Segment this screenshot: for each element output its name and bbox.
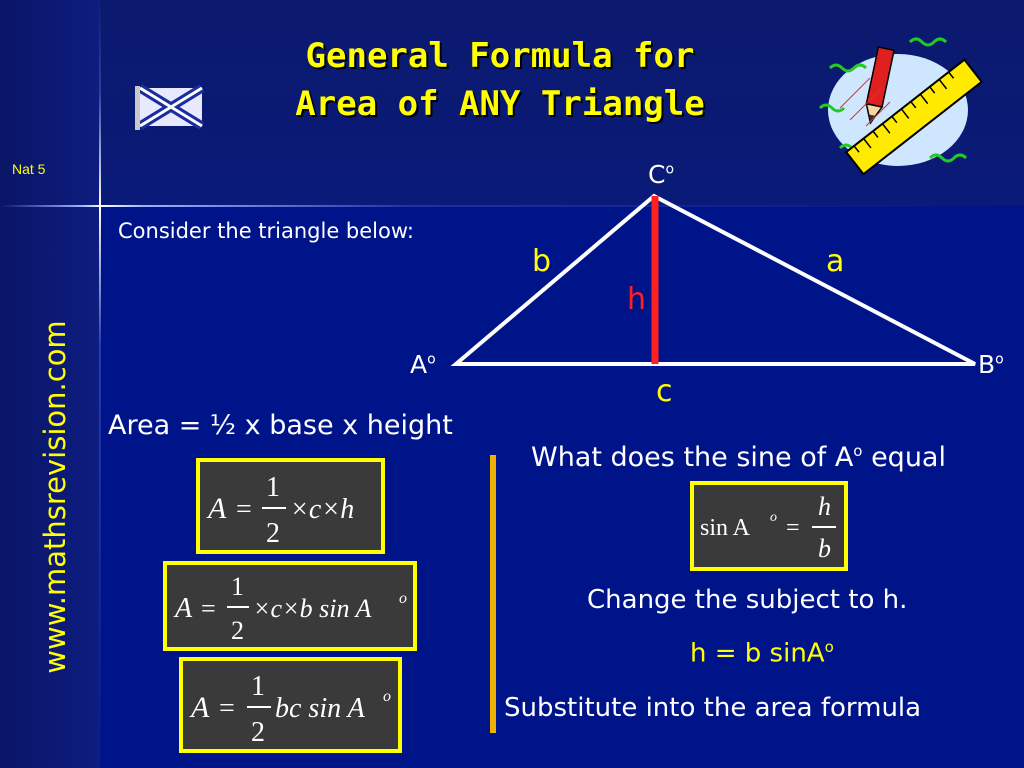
sine-formula-num: h (818, 492, 831, 521)
vertex-c-label: Co (648, 160, 675, 189)
side-c-label: c (656, 374, 673, 409)
horizontal-rule (0, 205, 1024, 207)
formula-3-den: 2 (251, 717, 265, 748)
formula-3-eq: = (219, 693, 235, 724)
side-a-label: a (826, 244, 845, 279)
title-line-2: Area of ANY Triangle (295, 84, 705, 124)
formula-2-sup: o (399, 590, 407, 607)
formula-box-2: A = 1 2 ×c×b sin A o (163, 561, 417, 651)
formula-3-sup: o (383, 688, 391, 705)
formula-3-lhs: A (189, 691, 210, 724)
sine-formula-sup: o (770, 510, 777, 525)
left-band (0, 0, 100, 768)
formula-1-den: 2 (266, 518, 280, 549)
triangle-outline (450, 193, 976, 366)
formula-box-3: A = 1 2 bc sin A o (179, 657, 402, 753)
formula-2-den: 2 (231, 616, 244, 645)
formula-1-lhs: A (206, 492, 227, 525)
sine-formula-lhs: sin A (700, 515, 751, 541)
sine-formula-box: sin A o = h b (690, 481, 848, 571)
pencil-ruler-icon (818, 37, 984, 176)
formula-box-1: A = 1 2 ×c×h (196, 458, 385, 554)
formula-2-num: 1 (231, 572, 244, 601)
area-rule-text: Area = ½ x base x height (108, 410, 453, 441)
page-title: General Formula for Area of ANY Triangle (230, 32, 770, 128)
vertex-a-label: Ao (410, 350, 436, 379)
vertical-rule (99, 0, 101, 768)
h-formula-text: h = b sinAo (690, 638, 834, 669)
sine-question-text: What does the sine of Ao equal (531, 442, 946, 473)
title-line-1: General Formula for (305, 36, 695, 76)
formula-3-tail: bc sin A (275, 693, 366, 724)
substitute-text: Substitute into the area formula (504, 693, 922, 723)
change-subject-text: Change the subject to h. (587, 585, 908, 615)
sine-formula-eq: = (786, 515, 800, 541)
level-label: Nat 5 (12, 161, 46, 177)
formula-3-num: 1 (251, 671, 265, 702)
formula-1-tail: ×c×h (290, 494, 354, 525)
formula-2-tail: ×c×b sin A (253, 594, 372, 623)
formula-2-lhs: A (173, 593, 193, 624)
formula-2-eq: = (201, 594, 216, 623)
side-b-label: b (532, 244, 552, 279)
column-divider (490, 455, 496, 733)
height-label: h (627, 282, 647, 317)
formula-1-num: 1 (266, 472, 280, 503)
formula-1-eq: = (236, 494, 252, 525)
sine-formula-den: b (818, 534, 831, 563)
consider-text: Consider the triangle below: (118, 219, 414, 243)
vertex-b-label: Bo (978, 350, 1004, 379)
scottish-flag-icon (135, 84, 205, 130)
